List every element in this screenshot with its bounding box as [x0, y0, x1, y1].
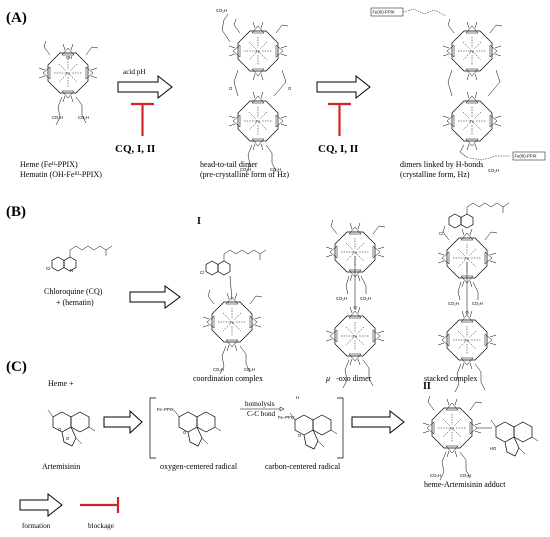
oxygen-radical-label: oxygen-centered radical	[160, 462, 238, 471]
bracket-left	[149, 397, 156, 459]
svg-text:Fe: Fe	[450, 426, 456, 431]
svg-text:O: O	[229, 86, 233, 91]
stacked-complex: Cl Fe CO₂H CO₂H O Fe	[437, 202, 510, 393]
head-to-tail-dimer: CO₂H Fe Fe O O CO₂H CO₂H	[216, 8, 292, 174]
svg-text:CO₂H: CO₂H	[240, 167, 251, 172]
blockage-mark-2	[328, 102, 351, 136]
adduct-label: heme-Artemisinin adduct	[424, 480, 506, 489]
oxygen-radical-structure: Fe–PPIX O	[157, 407, 222, 447]
hematin-label: Hematin (OH-Feᴵᴵᴵ-PPIX)	[20, 170, 102, 179]
svg-text:Fe: Fe	[353, 334, 359, 339]
svg-text:O: O	[466, 310, 470, 315]
blockers-label-1: CQ, I, II	[115, 143, 155, 155]
svg-text:CO₂H: CO₂H	[52, 115, 63, 120]
svg-text:CO₂H: CO₂H	[78, 115, 89, 120]
panel-label-b: (B)	[6, 204, 26, 220]
svg-text:Cl: Cl	[439, 231, 443, 236]
heme-structure: Fe OH CO₂H CO₂H	[38, 40, 99, 126]
hbond-sublabel: (crystalline form, Hz)	[400, 170, 470, 179]
heme-label: Heme (Feᴵᴵ-PPIX)	[20, 160, 78, 169]
hematin-plus-label: + (hematin)	[56, 298, 94, 307]
formation-arrow-c2	[351, 409, 405, 435]
svg-text:Fe: Fe	[470, 119, 476, 124]
svg-text:Fe: Fe	[256, 49, 262, 54]
svg-text:CO₂H: CO₂H	[472, 301, 483, 306]
svg-text:Fe: Fe	[353, 250, 359, 255]
svg-text:Fe: Fe	[66, 71, 72, 76]
svg-text:CO₂H: CO₂H	[360, 296, 371, 301]
stacked-label: stacked complex	[424, 374, 478, 383]
svg-text:Fe–PPIX: Fe–PPIX	[278, 415, 295, 420]
svg-text:O: O	[183, 430, 187, 435]
svg-text:CO₂H: CO₂H	[430, 473, 441, 478]
roman-ii-label: II	[423, 381, 431, 392]
legend-formation-label: formation	[22, 522, 51, 530]
dimer-sublabel: (pre-crystalline form of Hz)	[200, 170, 289, 179]
svg-text:O: O	[58, 427, 62, 432]
svg-text:CO₂H: CO₂H	[336, 296, 347, 301]
chloroquine-structure: Cl N	[46, 245, 113, 273]
carbon-radical-label: carbon-centered radical	[265, 462, 341, 471]
mu-oxo-dimer: Fe CO₂H CO₂H O Fe	[325, 219, 386, 389]
formation-arrow-c1	[103, 409, 143, 435]
svg-text:Cl: Cl	[46, 266, 50, 271]
svg-text:Cl: Cl	[200, 270, 204, 275]
formation-arrow-1	[117, 74, 173, 100]
svg-text:Fe: Fe	[256, 119, 262, 124]
carbon-radical-structure: Fe–PPIX H O	[278, 395, 338, 450]
svg-text:CO₂H: CO₂H	[270, 167, 281, 172]
svg-text:CO₂H: CO₂H	[460, 473, 471, 478]
legend-formation-arrow	[19, 492, 63, 518]
mu-symbol: μ	[325, 374, 330, 383]
svg-text:N: N	[70, 268, 73, 273]
cc-bond-label: C-C bond	[247, 410, 276, 418]
formation-arrow-2	[316, 74, 371, 100]
svg-text:Fe: Fe	[465, 338, 471, 343]
svg-text:H: H	[296, 395, 299, 400]
homolysis-label: homolysis	[245, 400, 275, 408]
svg-text:CO₂H: CO₂H	[216, 8, 227, 13]
svg-text:CO₂H: CO₂H	[244, 367, 255, 372]
hbond-label: dimers linked by H-bonds	[400, 160, 483, 169]
formation-arrow-b	[129, 285, 181, 309]
legend-blockage-label: blockage	[88, 522, 114, 530]
svg-text:O: O	[354, 305, 358, 310]
svg-text:Fe(III)-PPIX: Fe(III)-PPIX	[373, 10, 395, 15]
svg-text:OH: OH	[66, 55, 72, 60]
heme-plus-label: Heme +	[48, 379, 74, 388]
coordination-complex: Cl Fe CO₂H CO₂H	[200, 249, 267, 375]
svg-text:Fe: Fe	[465, 256, 471, 261]
svg-text:CO₂H: CO₂H	[448, 301, 459, 306]
svg-text:CO₂H: CO₂H	[213, 367, 224, 372]
svg-text:CO₂H: CO₂H	[488, 168, 499, 173]
hbond-dimers: Fe(III)-PPIX Fe Fe Fe(III)-PPIX CO₂H	[370, 7, 546, 173]
chloroquine-label: Chloroquine (CQ)	[44, 287, 103, 296]
blockers-label-2: CQ, I, II	[318, 143, 358, 155]
panel-label-a: (A)	[6, 10, 27, 26]
artemisinin-structure: O O	[47, 409, 96, 447]
mu-oxo-label: -oxo dimer	[336, 374, 372, 383]
svg-text:O: O	[288, 86, 292, 91]
dimer-label: head-to-tail dimer	[200, 160, 258, 169]
bracket-right	[337, 397, 344, 459]
legend-blockage-mark	[80, 497, 120, 513]
coordination-label: coordination complex	[193, 374, 263, 383]
svg-text:HO: HO	[490, 446, 497, 451]
artemisinin-label: Artemisinin	[42, 462, 80, 471]
panel-label-c: (C)	[6, 359, 27, 375]
svg-text:Fe: Fe	[470, 49, 476, 54]
svg-text:Fe: Fe	[230, 320, 236, 325]
heme-artemisinin-adduct: Fe HO CO₂H CO₂H	[422, 395, 539, 481]
acid-ph-label: acid pH	[123, 68, 146, 76]
legend: formation blockage	[19, 492, 120, 530]
svg-text:Fe–PPIX: Fe–PPIX	[157, 407, 174, 412]
svg-text:Fe(III)-PPIX: Fe(III)-PPIX	[515, 154, 537, 159]
blockage-mark-1	[131, 102, 154, 136]
roman-i-label: I	[197, 216, 201, 227]
svg-text:O: O	[66, 436, 70, 441]
svg-text:O: O	[298, 433, 302, 438]
